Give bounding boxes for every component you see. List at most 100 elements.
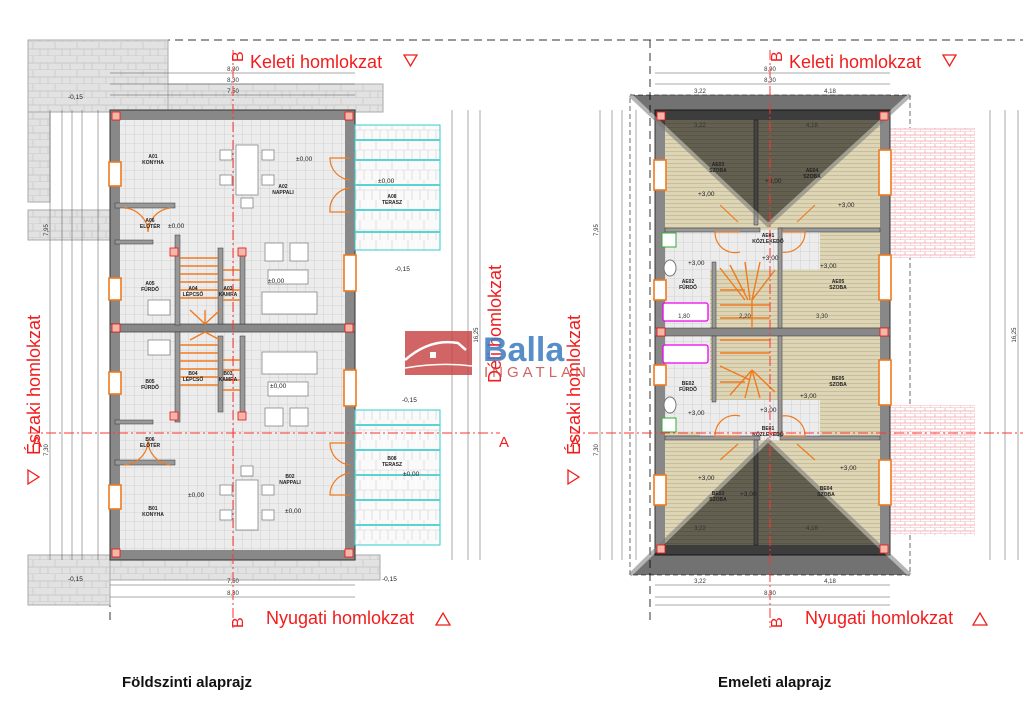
logo-brand: Balla [483,331,565,369]
view-triangle-icon [971,611,989,626]
room-code: B06 [145,437,154,443]
level-marker: +3,00 [698,475,715,482]
room-name: SZOBA [709,168,727,174]
staircase-upper [719,261,776,399]
facade-east-label-upper: Keleti homlokzat [789,52,921,72]
level-marker: ±0,00 [285,508,302,515]
balla-ingatlan-logo: Balla INGATLAN [404,331,586,381]
dim-stair: 2,20 [739,314,751,320]
level-marker: ±0,00 [188,492,205,499]
facade-north-label: Északi homlokzat [24,315,44,455]
section-label-a: A [570,434,580,451]
level-markers-ground: ±0,00 ±0,00 ±0,00 ±0,00 ±0,00 ±0,00 ±0,0… [68,94,420,583]
dim-room-b: 4,18 [824,579,836,585]
room-name: KONYHA [142,512,164,518]
dim-room-b: 4,18 [806,123,818,129]
paving-top [27,39,169,113]
level-marker: ±0,00 [168,223,185,230]
dim-length: 16,25 [474,327,480,343]
furniture [147,144,318,531]
room-name: KÖZLEKEDŐ [752,238,784,245]
room-code: A05 [145,281,154,287]
level-marker: +3,00 [698,191,715,198]
dim-half: 7,95 [594,224,600,236]
room-code: B02 [285,474,294,480]
view-triangle-icon [941,54,958,68]
level-marker: -0,15 [402,397,417,404]
terrace-b-upper-view [890,405,975,535]
view-triangle-icon [567,468,581,486]
room-code: BE03 [712,491,725,497]
doors-ground [123,157,351,496]
dim-room-b: 4,18 [806,526,818,532]
level-marker: -0,15 [395,266,410,273]
room-name: ELŐTÉR [140,441,161,449]
dim-room-c: 3,30 [816,314,828,320]
level-marker: +3,00 [765,178,782,185]
dim-half-b: 7,30 [44,444,50,456]
room-code: B03 [223,371,232,377]
room-code: A06 [145,218,154,224]
room-code: A03 [223,286,232,292]
dim-length: 16,25 [1012,327,1018,343]
room-name: KAMRA [219,377,238,383]
level-marker: +3,00 [688,260,705,267]
level-markers-upper: +3,00 +3,00 +3,00 +3,00 +3,00 +3,00 +3,0… [688,178,857,498]
facade-west-label: Nyugati homlokzat [266,608,414,628]
ground-floor-plan: 8,90 8,30 7,50 7,50 8,30 7,95 7,30 16,25… [24,39,1023,691]
room-name: LÉPCSŐ [183,290,204,298]
facade-east-label: Keleti homlokzat [250,52,382,72]
facade-south-label: Déli homlokzat [485,265,505,383]
section-label-a: A [499,434,509,451]
room-code: AE02 [682,279,695,285]
level-marker: -0,15 [68,576,83,583]
bathroom-fixtures [661,232,709,433]
level-marker: -0,15 [68,94,83,101]
dim-half: 7,95 [44,224,50,236]
level-marker: ±0,00 [268,278,285,285]
room-code: A04 [188,286,197,292]
level-marker: ±0,00 [296,156,313,163]
level-marker: +3,00 [820,263,837,270]
room-name: ELŐTÉR [140,222,161,230]
room-code: BE04 [820,486,833,492]
room-code: AE03 [712,162,725,168]
room-code: AE05 [832,279,845,285]
dim-half-b: 7,30 [594,444,600,456]
room-code: BE05 [832,376,845,382]
level-marker: ±0,00 [403,471,420,478]
upper-floor-caption: Emeleti alaprajz [718,674,831,691]
room-code: B05 [145,379,154,385]
level-marker: ±0,00 [270,383,287,390]
room-name: KONYHA [142,160,164,166]
dim-room-b: 4,18 [824,89,836,95]
room-name: SZOBA [803,174,821,180]
room-name: TERASZ [382,200,402,206]
level-marker: +3,00 [762,255,779,262]
room-name: LÉPCSŐ [183,375,204,383]
room-name: TERASZ [382,462,402,468]
level-marker: +3,00 [840,465,857,472]
room-code: BE02 [682,381,695,387]
room-code: B04 [188,371,197,377]
level-marker: +3,00 [800,393,817,400]
view-triangle-icon [27,468,41,486]
dim-room-a: 3,22 [694,89,706,95]
section-label-b: B [769,617,786,628]
room-name: KÖZLEKEDŐ [752,431,784,438]
view-triangle-icon [402,54,419,68]
staircase-ground [180,257,240,391]
level-marker: -0,15 [382,576,397,583]
room-code: A01 [148,154,157,160]
dim-bath: 1,80 [678,314,690,320]
upper-floor-plan: 8,90 8,30 3,22 4,18 3,22 4,18 1,80 2,20 … [564,40,1023,691]
section-label-b: B [230,51,247,62]
room-code: AE01 [762,233,775,239]
terrace-a [354,124,441,251]
dimension-lines-upper [599,72,1019,606]
level-marker: +3,00 [838,202,855,209]
room-name: FÜRDŐ [679,284,697,291]
room-name: SZOBA [829,382,847,388]
terrace-a-upper-view [890,128,975,258]
